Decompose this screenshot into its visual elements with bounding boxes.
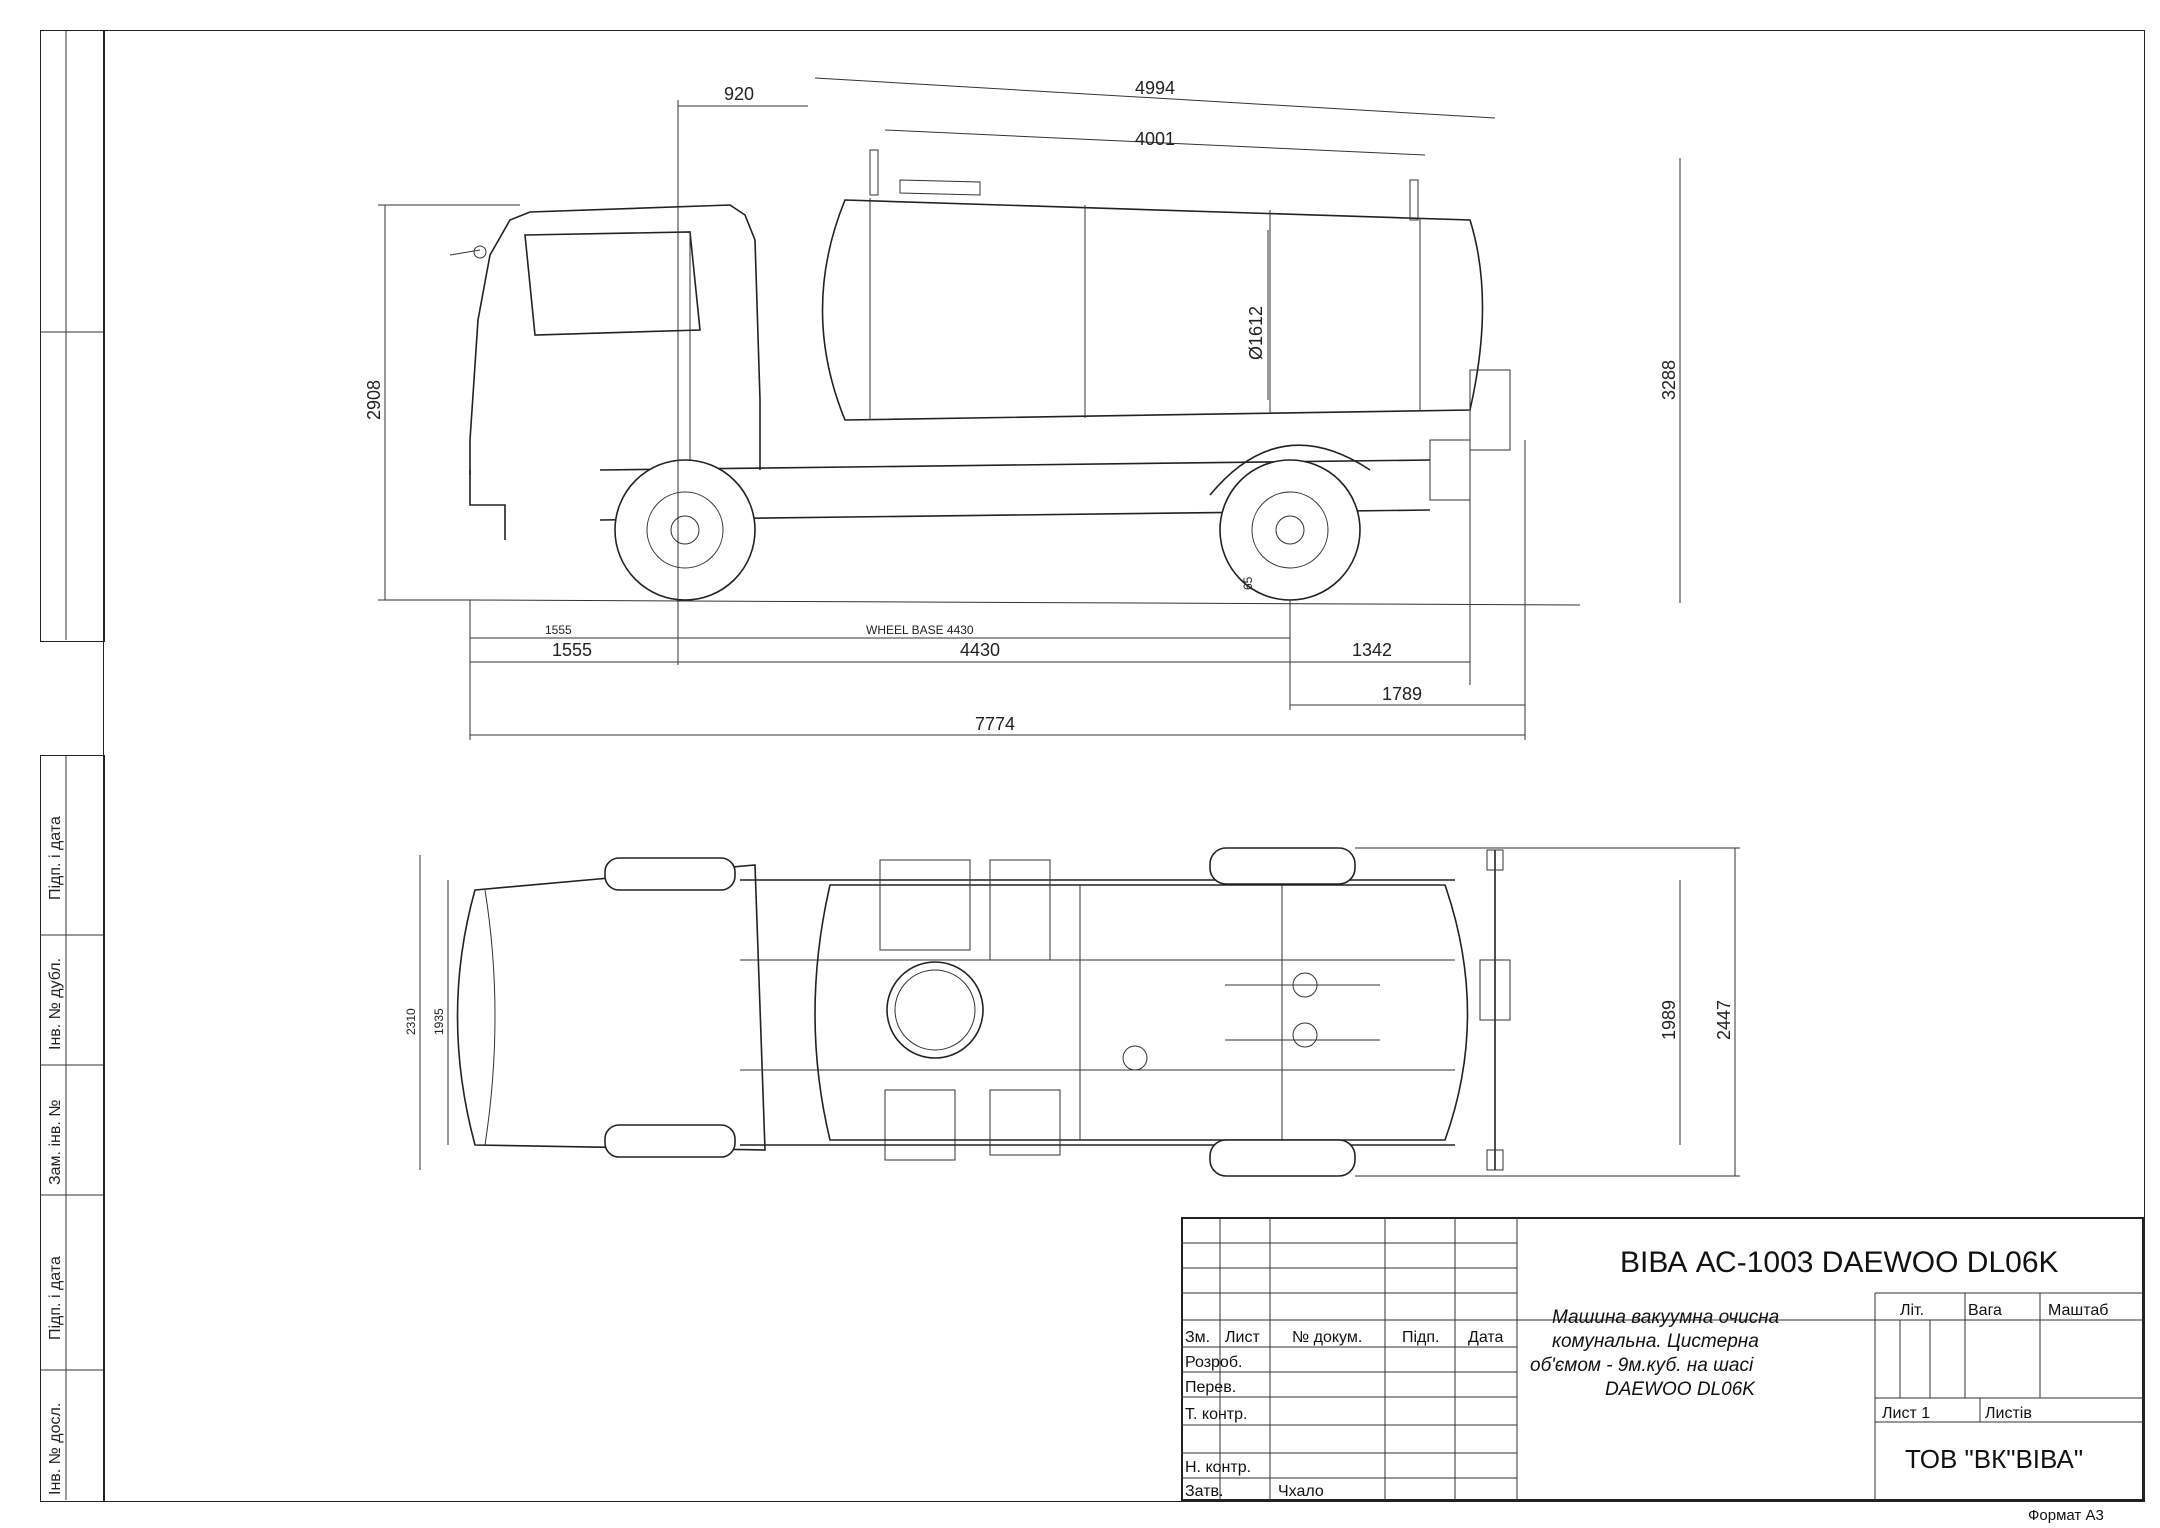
dim-4430: 4430 — [960, 640, 1000, 660]
dim-1989: 1989 — [1659, 1000, 1679, 1040]
description-line-2: комунальна. Цистерна — [1552, 1331, 1759, 1352]
drawing-border — [103, 30, 2145, 1502]
dim-1789: 1789 — [1382, 684, 1422, 704]
scale-label: Маштаб — [2048, 1302, 2108, 1319]
row-developed: Розроб. — [1185, 1354, 1242, 1371]
top-dimensions: 2310 1935 1989 2447 — [404, 847, 1740, 1177]
dim-1555-faint: 1555 — [545, 623, 572, 637]
col-header-sheet: Лист — [1225, 1329, 1260, 1346]
title-block: ВІВА АС-1003 DAEWOO DL06K Машина вакуумн… — [1181, 1217, 2144, 1501]
sheet-label: Лист 1 — [1882, 1405, 1930, 1422]
description-line-1: Машина вакуумна очисна — [1552, 1307, 1779, 1328]
truck-side-view — [449, 149, 1581, 606]
sheets-label: Листів — [1985, 1405, 2032, 1422]
row-checked: Перев. — [1185, 1379, 1236, 1396]
col-header-date: Дата — [1468, 1329, 1504, 1346]
left-stamp-labels: Підп. і дата Інв. № дубл. Зам. інв. № Пі… — [47, 816, 64, 1495]
side-dimensions: 920 4994 4001 Ø1612 2908 3288 65 1555 WH… — [364, 77, 1681, 740]
dim-1935: 1935 — [432, 1008, 446, 1035]
paper-format: Формат А3 — [2028, 1507, 2104, 1524]
dim-4001: 4001 — [1135, 129, 1175, 149]
dim-2447: 2447 — [1714, 1000, 1734, 1040]
dim-3288: 3288 — [1659, 360, 1679, 400]
row-tech-control: Т. контр. — [1185, 1406, 1247, 1423]
approver-name: Чхало — [1278, 1483, 1324, 1500]
left-stamp-lines — [40, 30, 103, 1500]
row-norm-control: Н. контр. — [1185, 1459, 1251, 1476]
truck-top-view — [456, 847, 1511, 1177]
company-name: ТОВ "ВК"ВІВА" — [1905, 1444, 2083, 1474]
dim-2310: 2310 — [404, 1008, 418, 1035]
product-title: ВІВА АС-1003 DAEWOO DL06K — [1620, 1246, 2059, 1279]
stamp-label-replace-inv: Зам. інв. № — [47, 1100, 64, 1185]
stamp-label-sign-date-2: Підп. і дата — [47, 1256, 64, 1340]
description-line-3: об'ємом - 9м.куб. на шасі — [1530, 1355, 1754, 1376]
lit-label: Літ. — [1900, 1302, 1924, 1319]
dim-1342: 1342 — [1352, 640, 1392, 660]
left-stamp-bottom — [40, 755, 105, 1502]
stamp-label-dup-inv: Інв. № дубл. — [47, 958, 64, 1050]
stamp-label-orig-inv: Інв. № досл. — [47, 1403, 64, 1495]
dim-920: 920 — [724, 84, 754, 104]
stamp-label-sign-date-1: Підп. і дата — [47, 816, 64, 900]
description-line-4: DAEWOO DL06K — [1605, 1379, 1756, 1400]
col-header-doc: № докум. — [1292, 1329, 1362, 1346]
dim-tank-diameter: Ø1612 — [1246, 306, 1266, 360]
dim-7774: 7774 — [975, 714, 1015, 734]
left-stamp-top — [40, 30, 105, 642]
col-header-change: Зм. — [1185, 1329, 1210, 1346]
row-approved: Затв. — [1185, 1483, 1223, 1500]
dim-wheelbase-label: WHEEL BASE 4430 — [866, 623, 974, 637]
dim-1555: 1555 — [552, 640, 592, 660]
dim-2908: 2908 — [364, 380, 384, 420]
col-header-sign: Підп. — [1402, 1329, 1440, 1346]
dim-4994: 4994 — [1135, 78, 1175, 98]
mass-label: Вага — [1968, 1302, 2002, 1319]
dim-65: 65 — [1241, 576, 1255, 590]
